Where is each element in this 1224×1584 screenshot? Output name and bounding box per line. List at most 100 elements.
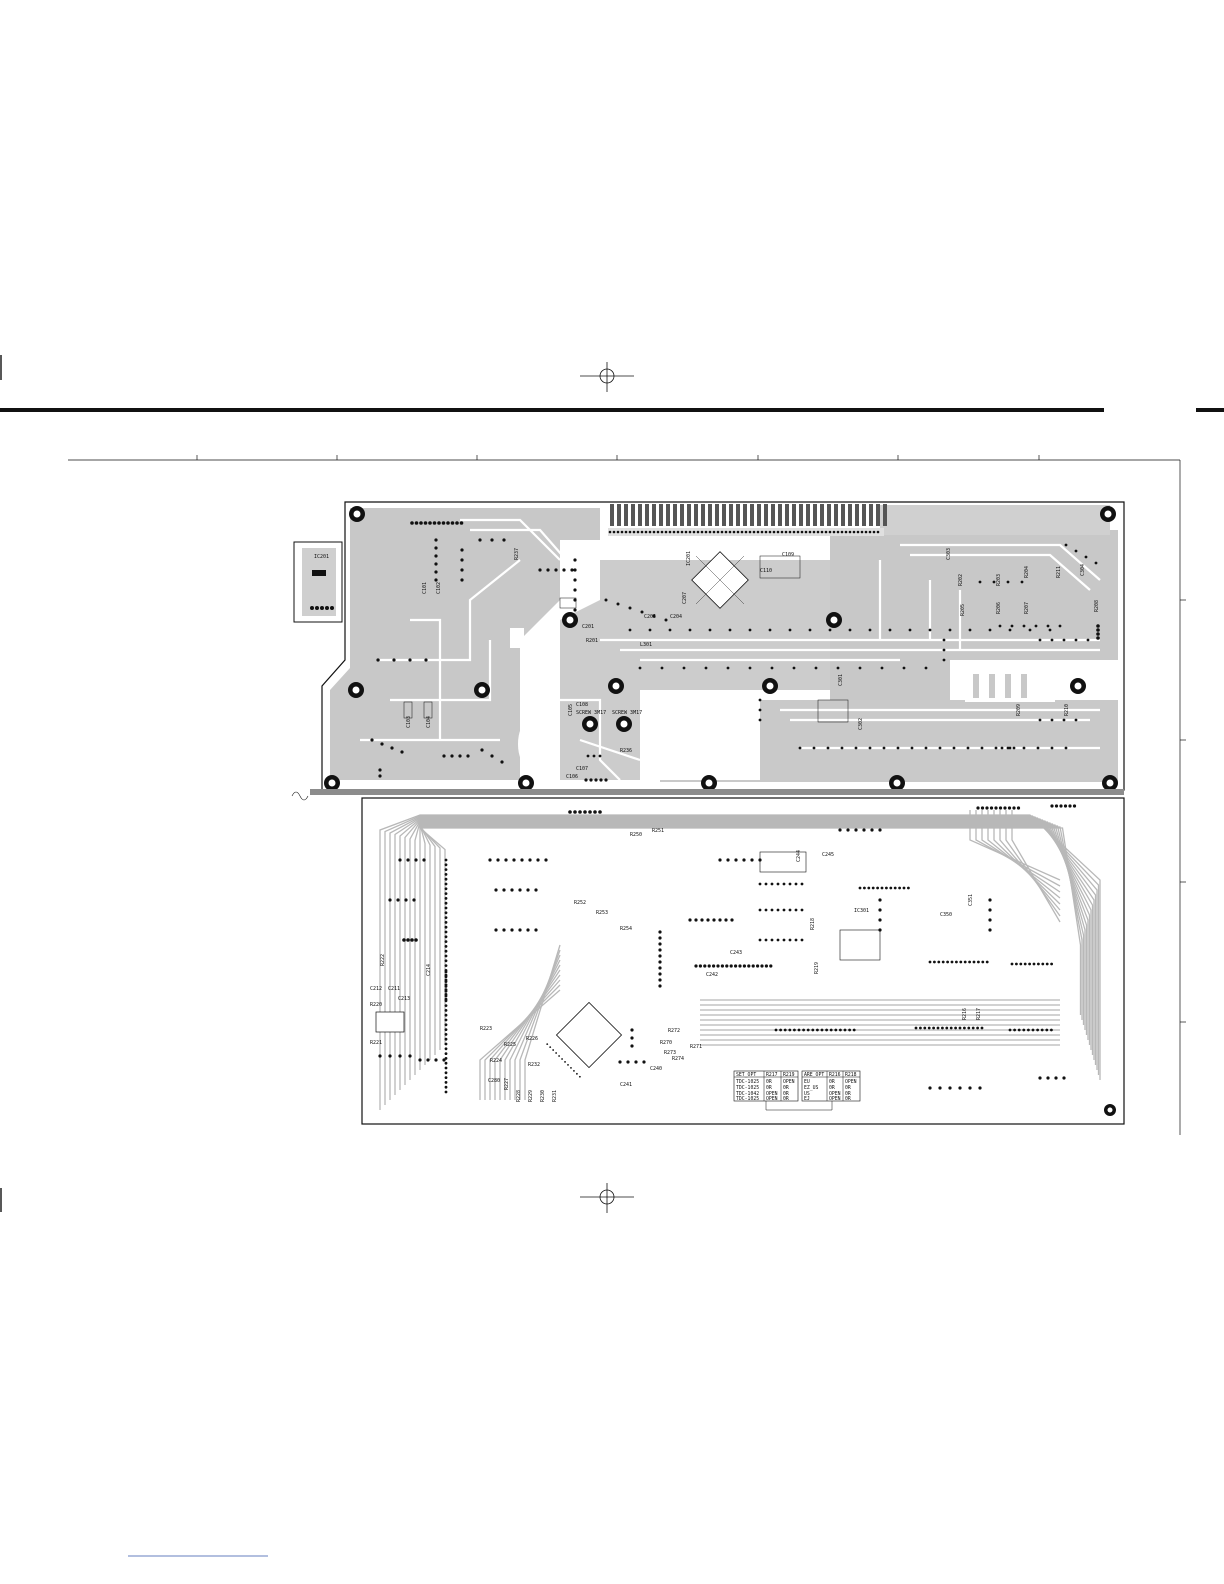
pad — [1038, 1076, 1042, 1080]
pad — [1032, 962, 1036, 966]
pad — [578, 810, 582, 814]
pad — [1000, 746, 1004, 750]
pad — [376, 658, 380, 662]
label-r232: R232 — [528, 1062, 540, 1068]
pad — [729, 964, 733, 968]
label-c204: C204 — [670, 614, 682, 620]
pad — [738, 964, 742, 968]
pad — [408, 658, 412, 662]
pad — [989, 806, 994, 810]
pad — [774, 1028, 778, 1032]
label-c243: C243 — [730, 950, 742, 956]
label-r251: R251 — [652, 828, 664, 834]
pad — [446, 521, 450, 525]
header-rule-stub — [1196, 408, 1224, 412]
pad — [628, 628, 632, 632]
pad — [700, 918, 704, 922]
pad — [1016, 806, 1021, 810]
pad — [658, 966, 662, 970]
pad — [518, 888, 522, 892]
pad — [938, 1086, 942, 1090]
label-r229: R229 — [528, 1090, 534, 1102]
pad — [1040, 1028, 1044, 1032]
pad — [844, 530, 848, 534]
pad — [923, 1026, 927, 1030]
label-screw-1: SCREW 3M17 — [576, 710, 606, 716]
pad — [988, 908, 992, 912]
pad — [1041, 962, 1045, 966]
pad — [684, 530, 688, 534]
pad — [836, 530, 840, 534]
pad — [444, 921, 448, 924]
pad — [764, 938, 768, 942]
pad — [688, 628, 692, 632]
pad — [800, 908, 804, 912]
pad — [512, 858, 516, 862]
pad — [573, 558, 577, 562]
pin-label-mark — [694, 504, 698, 526]
pad — [406, 858, 410, 862]
pad — [437, 521, 441, 525]
pad — [998, 806, 1003, 810]
pad — [593, 810, 597, 814]
pad — [1064, 543, 1068, 547]
label-r225: R225 — [504, 1042, 516, 1048]
pad — [1010, 624, 1014, 628]
table-area-r3c2: 0R — [845, 1096, 851, 1102]
pad — [1022, 746, 1026, 750]
pad — [388, 1054, 392, 1058]
table-area-r1c1: 0R — [829, 1085, 835, 1091]
pad — [658, 948, 662, 952]
pad — [626, 1060, 630, 1064]
pad — [658, 954, 662, 958]
pad — [414, 521, 419, 525]
pad — [608, 530, 612, 534]
pad — [636, 530, 640, 534]
pad — [793, 1028, 796, 1032]
pad — [378, 774, 382, 778]
pad — [502, 928, 506, 932]
pad — [576, 1072, 578, 1075]
label-r231: R231 — [552, 1090, 558, 1102]
pad — [924, 666, 928, 670]
table-area-r2c0: US — [804, 1091, 810, 1097]
pad — [878, 908, 882, 912]
pad — [730, 918, 734, 922]
table-set-r0c2: OPEN — [783, 1079, 795, 1085]
pad — [1017, 1028, 1021, 1032]
pad — [876, 886, 879, 890]
pad — [688, 530, 692, 534]
pad — [1003, 806, 1007, 810]
pad — [764, 964, 769, 968]
pad — [1084, 555, 1088, 559]
pad — [814, 666, 818, 670]
pad — [718, 918, 722, 922]
pad — [589, 778, 593, 782]
pad — [444, 980, 448, 983]
pad — [459, 521, 464, 525]
pad — [1010, 962, 1014, 966]
pin-label-mark — [708, 504, 712, 526]
pin-label-mark — [638, 504, 642, 526]
pad — [941, 960, 945, 964]
pin-label-mark — [820, 504, 824, 526]
pad — [893, 886, 897, 890]
label-r274: R274 — [672, 1056, 684, 1062]
pad — [388, 898, 392, 902]
label-c104: C104 — [426, 716, 432, 728]
pad — [700, 530, 704, 534]
pad — [1050, 1028, 1053, 1032]
pin-label-mark — [743, 504, 747, 526]
pad — [734, 858, 738, 862]
pad — [594, 778, 598, 782]
pad — [652, 530, 656, 534]
pad — [902, 886, 906, 890]
pin-label-mark — [617, 504, 621, 526]
pad — [444, 1037, 448, 1041]
pad — [450, 754, 454, 758]
pad — [494, 928, 498, 932]
table-area-r3c1: OPEN — [829, 1096, 841, 1102]
pad — [434, 562, 438, 566]
table-area-r0c0: EU — [804, 1079, 810, 1085]
pad — [764, 530, 768, 534]
